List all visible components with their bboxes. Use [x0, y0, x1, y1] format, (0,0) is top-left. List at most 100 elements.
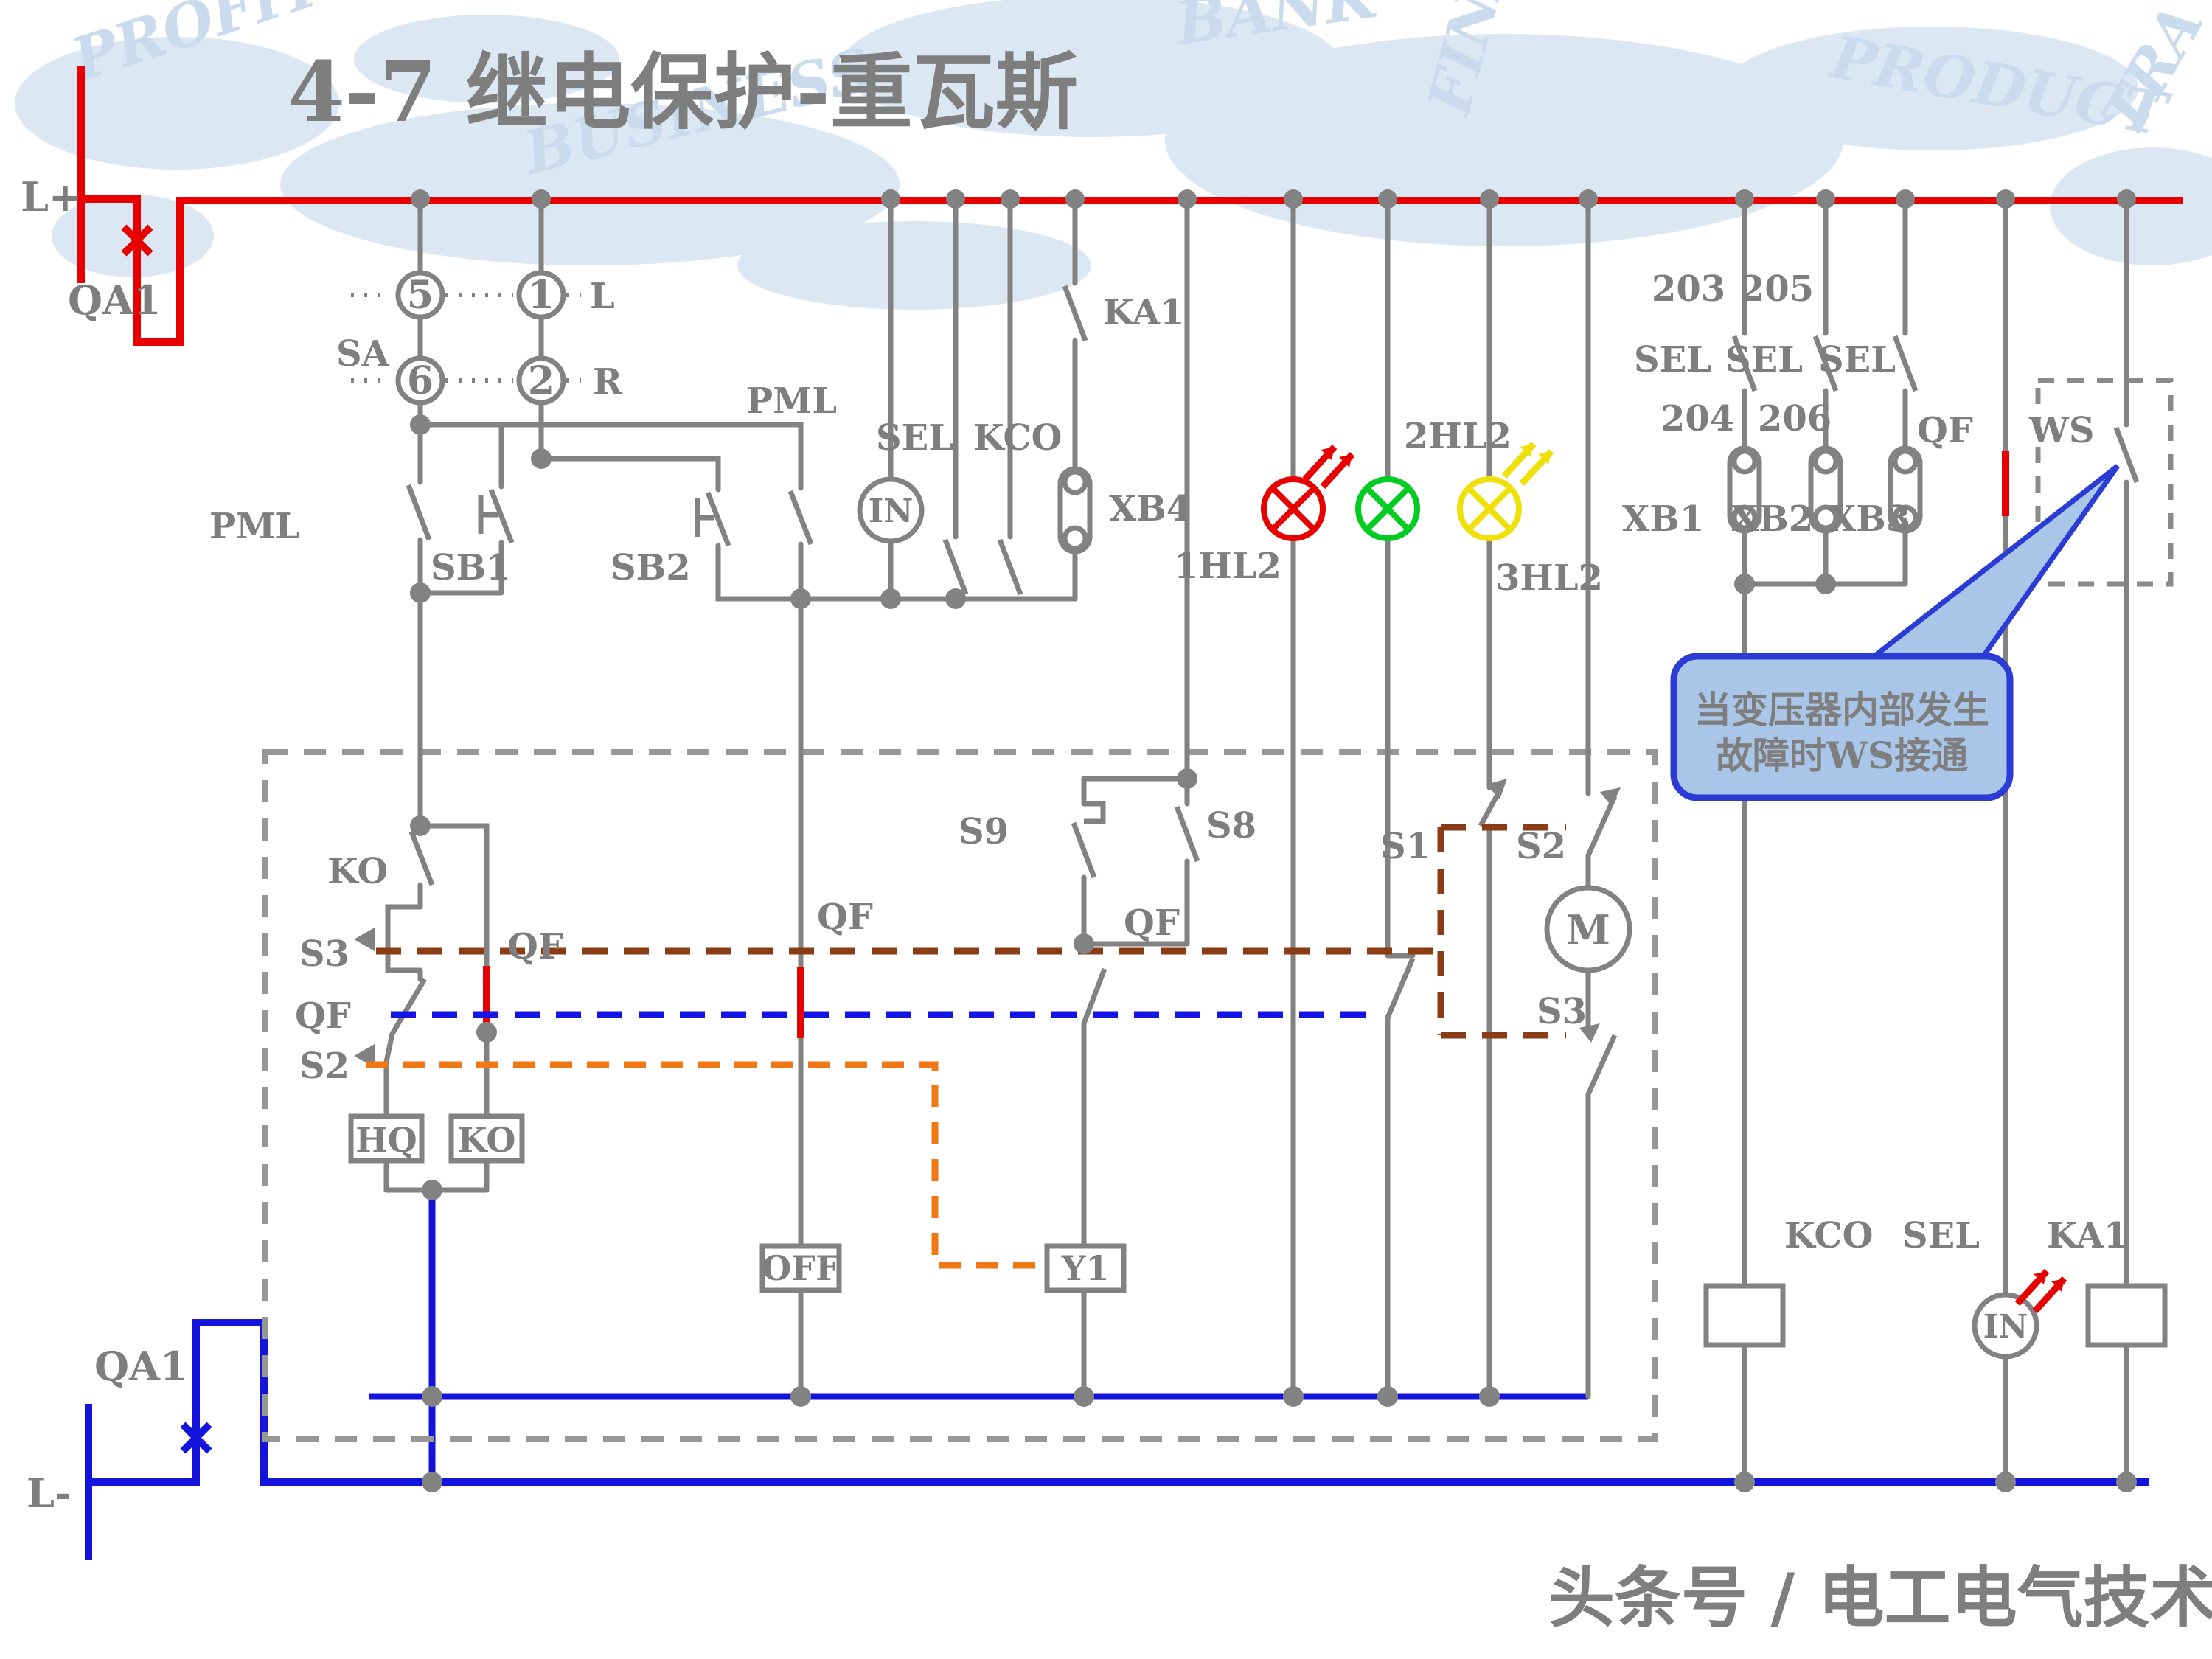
label-l-minus: L- — [27, 1470, 71, 1517]
callout-bubble — [1670, 653, 2014, 801]
label-kco-bottom: KCO — [1784, 1215, 1873, 1256]
sa-selector-group — [351, 196, 581, 485]
label-kco-top: KCO — [973, 417, 1062, 459]
linkage-orange — [366, 1061, 1041, 1269]
label-sel-r1: SEL — [1634, 339, 1711, 380]
label-callout-1: 当变压器内部发生 — [1694, 688, 1989, 731]
label-qf-mid4: QF — [1124, 902, 1180, 944]
s3-linkage-arrow-right — [1579, 1023, 1600, 1043]
s2-contact — [1585, 795, 1618, 857]
label-s9: S9 — [959, 811, 1009, 852]
label-ko: KO — [327, 851, 388, 892]
world-map-decor — [15, 0, 2212, 310]
sb2-contact — [705, 491, 731, 547]
label-sel-r3: SEL — [1818, 339, 1896, 380]
label-title: 4-7 继电保护-重瓦斯 — [288, 44, 1078, 141]
in-indicator-bottom — [1972, 1292, 2039, 1360]
label-ws: WS — [2028, 410, 2095, 451]
sa-contact-6 — [395, 355, 445, 406]
sa-contact-1 — [516, 270, 566, 320]
qf-contact-left — [389, 978, 428, 1035]
label-y1-box: Y1 — [1061, 1248, 1110, 1288]
label-sel-l: L — [590, 276, 615, 317]
ko-coil — [448, 1113, 525, 1164]
xb2-column — [1808, 196, 1843, 587]
qf-column — [1972, 196, 2067, 1485]
off-column — [759, 596, 842, 1399]
ws-contact — [2113, 426, 2140, 484]
label-hq-box: HQ — [355, 1120, 417, 1160]
sb1-contact — [488, 488, 515, 544]
label-ko-box: KO — [458, 1120, 516, 1160]
junction-dots — [410, 189, 2137, 1492]
ka1-coil — [2085, 1283, 2168, 1348]
qf-contact-mid — [1081, 967, 1107, 1025]
ws-dashed-box — [2035, 378, 2174, 587]
label-ka1-top: KA1 — [1103, 292, 1184, 333]
label-n204: 204 — [1660, 398, 1734, 439]
label-l-plus: L+ — [21, 173, 82, 220]
label-lamp3-label: 3HL2 — [1495, 557, 1603, 599]
label-qf-top-right: QF — [1917, 410, 1973, 451]
xb3-column — [1888, 196, 1923, 587]
sa-contact-2 — [516, 355, 566, 406]
s3-bracket-contact — [385, 904, 420, 973]
gas-relay-linkage-brown — [376, 824, 1566, 1039]
off-coil — [759, 1243, 842, 1293]
hq-coil — [348, 1113, 425, 1164]
kco-coil — [1703, 1283, 1786, 1348]
label-xb3: XB3 — [1829, 498, 1910, 540]
xb1-column — [1727, 196, 1762, 587]
label-m-motor: M — [1566, 906, 1610, 953]
label-s3-left: S3 — [299, 933, 349, 975]
label-s2-left: S2 — [299, 1046, 349, 1087]
label-sel-top: SEL — [876, 417, 953, 459]
label-lamp2-label: 2HL2 — [1404, 416, 1512, 457]
label-ka1-bottom: KA1 — [2047, 1215, 2128, 1256]
label-n205: 205 — [1740, 268, 1814, 310]
ws-column — [2035, 196, 2174, 1485]
control-panel-dashed-box — [262, 749, 1658, 1442]
label-watermark: 头条号 / 电工电气技术 — [1548, 1559, 2212, 1637]
in-indicator-top — [857, 476, 925, 544]
linkage-arrow-1 — [1486, 779, 1507, 799]
y1-coil — [1044, 1243, 1127, 1293]
pml-left-contact — [406, 484, 432, 541]
ka1-contact-top — [1062, 285, 1088, 342]
label-sb1: SB1 — [431, 547, 511, 588]
signal-columns — [798, 196, 1093, 602]
sb2-button-flag — [695, 498, 714, 537]
label-qa1-bottom: QA1 — [94, 1343, 188, 1390]
label-s8: S8 — [1206, 805, 1256, 846]
s1-contact — [1385, 957, 1416, 1019]
label-sel-r: R — [593, 361, 623, 403]
label-sa-circle-2: 2 — [528, 358, 554, 403]
label-in-top: IN — [869, 493, 914, 530]
label-sa-circle-6: 6 — [407, 358, 434, 403]
s9-flag — [1084, 801, 1106, 824]
label-qf-mid3: QF — [817, 897, 873, 938]
label-qf-mid-left: QF — [295, 995, 351, 1037]
label-sb2: SB2 — [611, 547, 691, 588]
lamp-3hl2-yellow — [1457, 441, 1554, 541]
sa-dotted-leaders — [351, 293, 581, 383]
s3-contact-right — [1585, 1034, 1618, 1096]
label-s3-right: S3 — [1537, 991, 1587, 1032]
qa1-top-break-mark — [121, 224, 153, 257]
label-lamp1-label: 1HL2 — [1174, 546, 1281, 587]
label-sel-r2: SEL — [1725, 339, 1803, 380]
s3-linkage-arrow — [354, 928, 375, 951]
label-n203: 203 — [1652, 268, 1725, 310]
label-qa1-top: QA1 — [68, 276, 161, 324]
label-xb4: XB4 — [1109, 488, 1191, 529]
qa1-bottom-break-mark — [180, 1422, 212, 1454]
label-pml-left: PML — [209, 506, 300, 547]
callout — [1670, 464, 2120, 801]
sa-contact-5 — [395, 270, 445, 320]
lamp-2hl2-green — [1355, 476, 1420, 541]
lamp-columns — [1261, 196, 1554, 1399]
